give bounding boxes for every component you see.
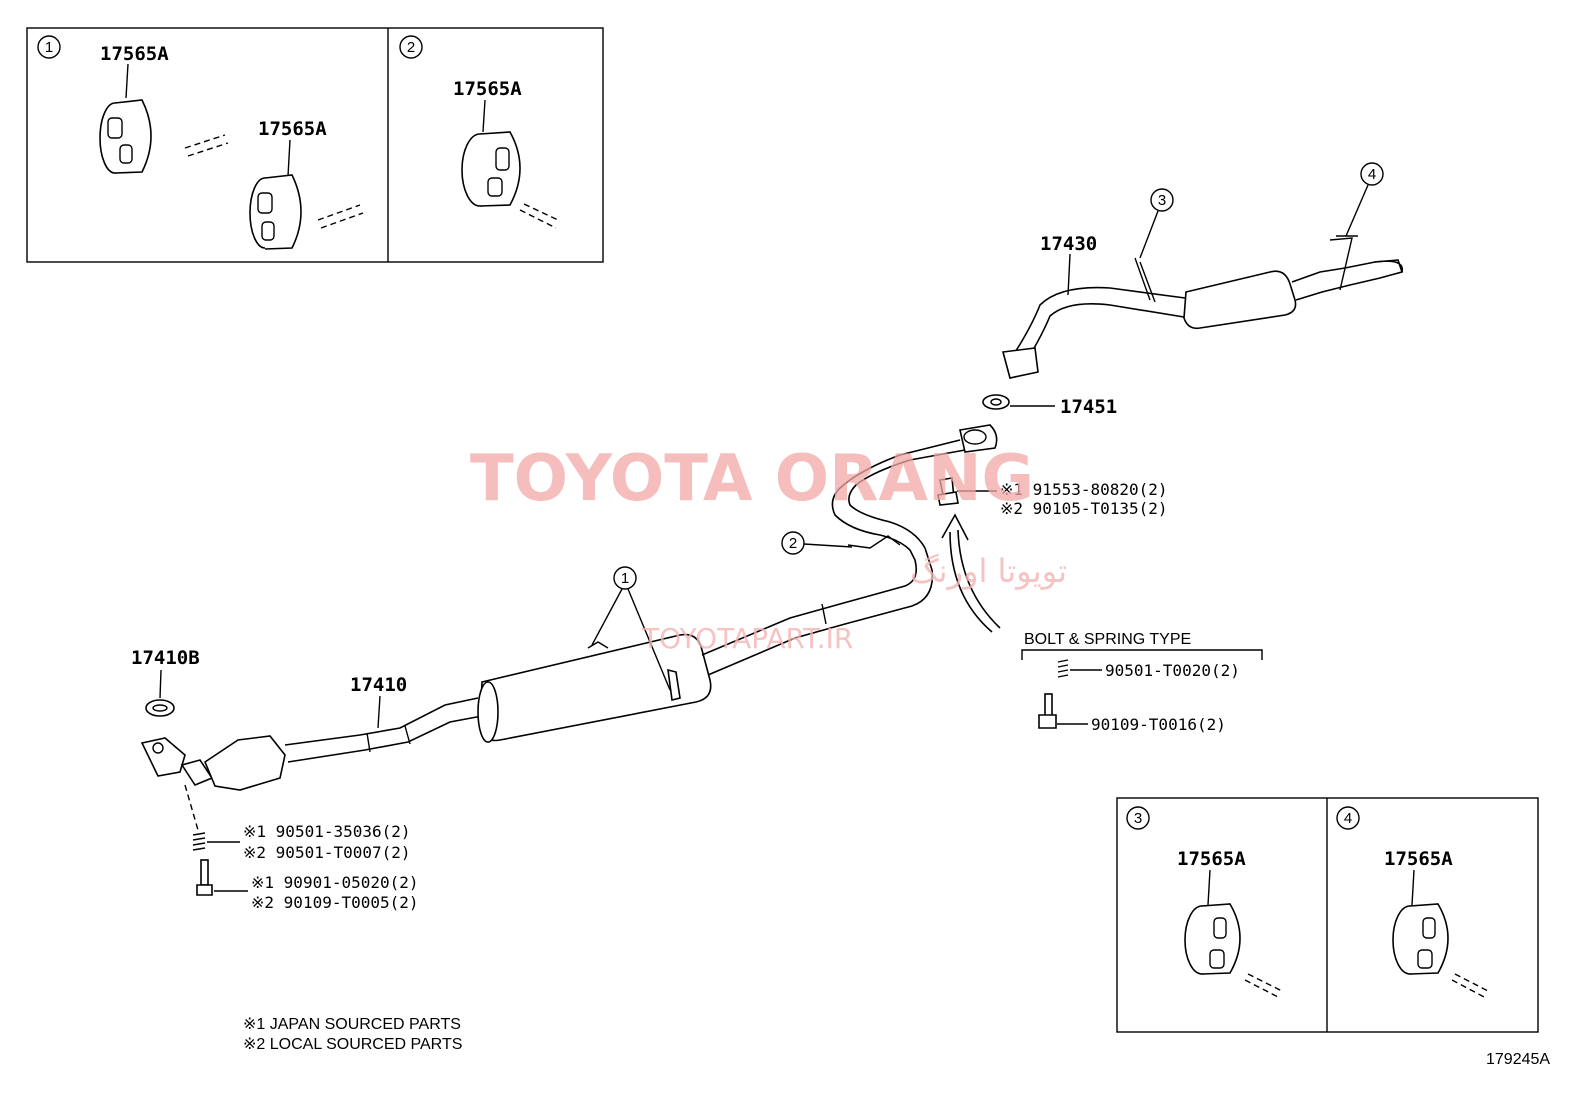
- callout-number: 1: [45, 39, 53, 56]
- bolt-label-1: ※1 91553-80820(2): [1000, 480, 1168, 499]
- front-spring-label-1: ※1 90501-35036(2): [243, 822, 411, 841]
- note-japan-sourced: ※1 JAPAN SOURCED PARTS: [243, 1016, 461, 1033]
- bolt-icon: [937, 477, 959, 506]
- hanger-bracket-icon: [1134, 257, 1156, 303]
- inset-3: 3 17565A: [1126, 806, 1283, 999]
- spring-bolt-label: 90109-T0016(2): [1091, 715, 1226, 734]
- catalytic-converter-icon: [204, 735, 286, 791]
- part-label: 17565A: [258, 118, 327, 140]
- callout-circle-3: [1150, 188, 1174, 212]
- curved-arrow-icon: [957, 529, 1001, 629]
- callout-circle-2: [399, 35, 423, 59]
- inset-box-1-2: [26, 27, 604, 263]
- rubber-hanger-icon: [1184, 903, 1241, 975]
- tail-pipe-assembly-17430: [1001, 235, 1404, 379]
- inset-1: 1 17565A 17565A: [37, 35, 364, 250]
- callout-circle-1: [37, 35, 61, 59]
- front-bolt-label-1: ※1 90901-05020(2): [251, 873, 419, 892]
- gasket-icon: [982, 394, 1010, 410]
- diagram-id: 179245A: [1486, 1051, 1550, 1068]
- inset-2: 2 17565A: [399, 35, 559, 229]
- hanger-pin-icon: [184, 134, 229, 157]
- callout-circle-2: [781, 531, 805, 555]
- front-spring-label-2: ※2 90501-T0007(2): [243, 843, 411, 862]
- part-label: 17565A: [453, 78, 522, 100]
- center-exhaust-pipe-17410: [140, 424, 998, 791]
- front-bolt-label-2: ※2 90109-T0005(2): [251, 893, 419, 912]
- callout-number: 4: [1344, 810, 1352, 827]
- part-label-17410: 17410: [350, 674, 407, 696]
- hanger-bracket-icon: [847, 535, 901, 549]
- callout-circle-1: [613, 566, 637, 590]
- rubber-hanger-icon: [461, 131, 521, 207]
- hanger-bracket-icon: [587, 641, 609, 649]
- callout-number: 2: [789, 535, 797, 552]
- watermark-persian: تویوتا اورنگ: [910, 552, 1067, 590]
- part-label-17451: 17451: [1060, 396, 1117, 418]
- watermark-url: TOYOTAPART.IR: [641, 622, 853, 655]
- callout-circle-4: [1336, 806, 1360, 830]
- spring-icon: [192, 832, 206, 851]
- flange-icon: [140, 737, 186, 777]
- hanger-bracket-icon: [667, 668, 681, 701]
- note-local-sourced: ※2 LOCAL SOURCED PARTS: [243, 1036, 462, 1053]
- bolt-label-2: ※2 90105-T0135(2): [1000, 499, 1168, 518]
- inset-4: 4 17565A: [1336, 806, 1489, 999]
- rubber-hanger-icon: [99, 99, 152, 174]
- hanger-pin-icon: [1451, 973, 1489, 999]
- part-label: 17565A: [100, 43, 169, 65]
- hanger-bracket-icon: [1329, 235, 1358, 291]
- hanger-pin-icon: [1244, 973, 1283, 999]
- rubber-hanger-icon: [1392, 903, 1449, 975]
- callout-number: 3: [1134, 810, 1142, 827]
- part-label-17430: 17430: [1040, 233, 1097, 255]
- callout-number: 4: [1368, 166, 1376, 183]
- hanger-pin-icon: [519, 203, 559, 229]
- spring-icon: [1057, 659, 1069, 678]
- flange-icon: [1001, 347, 1039, 379]
- inset-box-3-4: [1116, 797, 1539, 1033]
- part-label-17410b: 17410B: [131, 647, 200, 669]
- part-label: 17565A: [1177, 848, 1246, 870]
- gasket-icon: [145, 699, 175, 717]
- hanger-pin-icon: [317, 204, 364, 229]
- callout-circle-4: [1360, 162, 1384, 186]
- watermark-title: TOYOTA ORANG: [470, 442, 1034, 516]
- callout-circle-3: [1126, 806, 1150, 830]
- callout-number: 3: [1158, 192, 1166, 209]
- part-label: 17565A: [1384, 848, 1453, 870]
- spring-part-label: 90501-T0020(2): [1105, 661, 1240, 680]
- bolt-icon: [1038, 693, 1057, 729]
- bolt-icon: [196, 859, 213, 896]
- callout-number: 2: [407, 39, 415, 56]
- callout-number: 1: [621, 570, 629, 587]
- rubber-hanger-icon: [249, 174, 302, 250]
- spring-type-title: BOLT & SPRING TYPE: [1024, 631, 1191, 648]
